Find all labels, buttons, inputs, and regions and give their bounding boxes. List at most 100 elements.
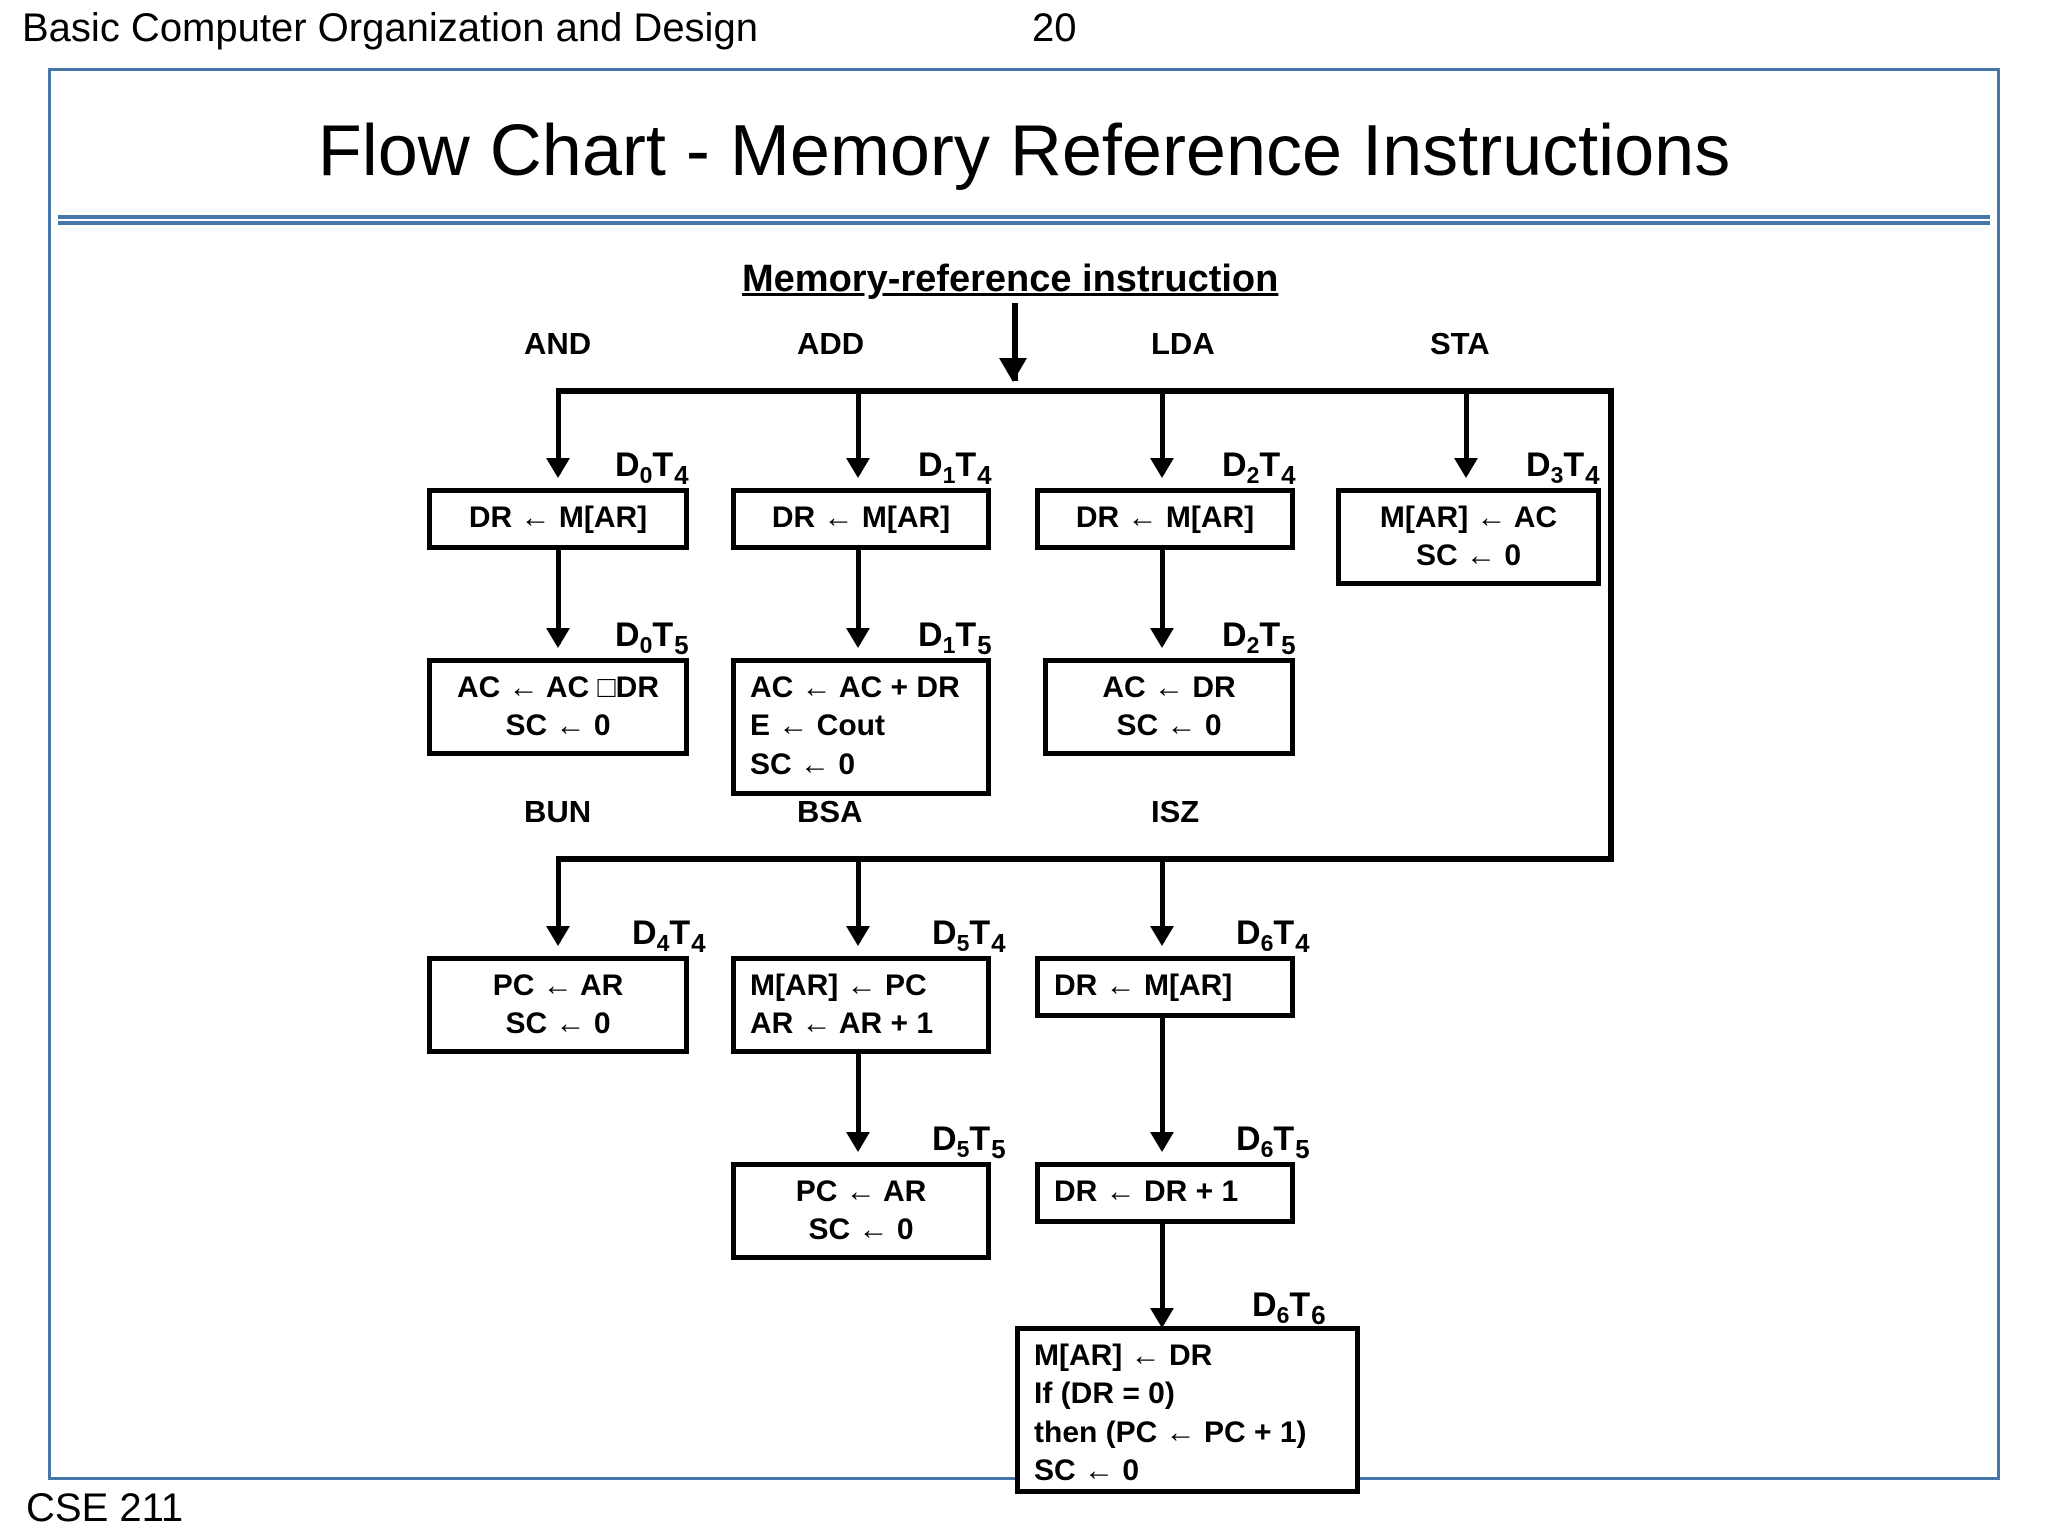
tick-d0t5-dsub: 0 xyxy=(639,631,653,658)
branch-label-bsa: BSA xyxy=(797,794,863,829)
drop-line-and xyxy=(556,388,561,474)
box-isz-t5: DR ← DR + 1 xyxy=(1035,1162,1295,1224)
box-sta-t4-line-2: SC ← 0 xyxy=(1415,539,1522,573)
bus-line-row-2 xyxy=(556,856,1614,862)
box-and-t5: AC ← AC □DR SC ← 0 xyxy=(427,658,689,756)
box-isz-t6-line-3: then (PC ← PC + 1) xyxy=(1034,1415,1307,1449)
tick-d2t5-D: D xyxy=(1222,616,1247,654)
box-add-t4-line-1: DR ← M[AR] xyxy=(771,501,951,534)
link-and-t4-t5 xyxy=(556,550,561,644)
tick-d6t6-tsub: 6 xyxy=(1311,1299,1326,1330)
tick-d4t4-tsub: 4 xyxy=(691,927,706,958)
tick-d0t5-tsub: 5 xyxy=(674,629,689,660)
box-bsa-t5-line-2: SC ← 0 xyxy=(808,1213,914,1247)
tick-d6t6-T: T xyxy=(1289,1286,1311,1324)
tick-d5t5-dsub: 5 xyxy=(956,1135,970,1162)
tick-d6t5-D: D xyxy=(1236,1120,1261,1158)
branch-label-and: AND xyxy=(524,326,592,361)
root-arrowhead xyxy=(999,358,1027,382)
tick-d2t5-tsub: 5 xyxy=(1281,629,1296,660)
tick-d0t5-T: T xyxy=(652,616,674,654)
branch-label-lda: LDA xyxy=(1151,326,1215,361)
box-add-t5: AC ← AC + DR E ← Cout SC ← 0 xyxy=(731,658,991,796)
box-bsa-t4-line-1: M[AR] ← PC xyxy=(750,969,927,1002)
drop-arrow-sta xyxy=(1454,458,1478,478)
slide-footer: CSE 211 xyxy=(26,1486,184,1530)
box-sta-t4: M[AR] ← AC SC ← 0 xyxy=(1336,488,1601,586)
slide-header-title: Basic Computer Organization and Design xyxy=(22,6,758,50)
tick-d3t4-dsub: 3 xyxy=(1550,461,1564,488)
drop-line-bun xyxy=(556,856,561,942)
tick-d1t5: D1T5 xyxy=(918,618,992,658)
drop-line-add xyxy=(856,388,861,474)
box-and-t5-line-1: AC ← AC □DR xyxy=(456,671,659,704)
tick-d0t4: D0T4 xyxy=(615,448,689,488)
box-bsa-t5: PC ← AR SC ← 0 xyxy=(731,1162,991,1260)
tick-d5t4-D: D xyxy=(932,914,957,952)
tick-d5t5-tsub: 5 xyxy=(991,1133,1006,1164)
link-arrow-add-t5 xyxy=(846,628,870,648)
drop-arrow-bsa xyxy=(846,926,870,946)
box-add-t5-line-2: E ← Cout xyxy=(750,709,885,743)
link-isz-t5-t6 xyxy=(1160,1224,1165,1324)
tick-d5t4: D5T4 xyxy=(932,916,1006,956)
tick-d3t4: D3T4 xyxy=(1526,448,1600,488)
tick-d1t4-D: D xyxy=(918,446,943,484)
box-lda-t4: DR ← M[AR] xyxy=(1035,488,1295,550)
tick-d1t5-T: T xyxy=(955,616,977,654)
tick-d2t4-T: T xyxy=(1259,446,1281,484)
drop-arrow-bun xyxy=(546,926,570,946)
tick-d6t5: D6T5 xyxy=(1236,1122,1310,1162)
tick-d0t4-dsub: 0 xyxy=(639,461,653,488)
slide-number: 20 xyxy=(1032,6,1077,50)
link-arrow-isz-t5 xyxy=(1150,1132,1174,1152)
box-and-t5-line-2: SC ← 0 xyxy=(505,709,611,743)
box-add-t4: DR ← M[AR] xyxy=(731,488,991,550)
tick-d6t4-tsub: 4 xyxy=(1295,927,1310,958)
box-lda-t5-line-2: SC ← 0 xyxy=(1116,709,1222,743)
tick-d5t5-T: T xyxy=(969,1120,991,1158)
tick-d3t4-D: D xyxy=(1526,446,1551,484)
tick-d2t5-dsub: 2 xyxy=(1246,631,1260,658)
tick-d5t4-tsub: 4 xyxy=(991,927,1006,958)
tick-d2t5: D2T5 xyxy=(1222,618,1296,658)
tick-d5t5: D5T5 xyxy=(932,1122,1006,1162)
box-isz-t6-line-1: M[AR] ← DR xyxy=(1034,1339,1213,1372)
tick-d0t4-T: T xyxy=(652,446,674,484)
tick-d5t5-D: D xyxy=(932,1120,957,1158)
drop-arrow-add xyxy=(846,458,870,478)
box-add-t5-line-1: AC ← AC + DR xyxy=(750,671,960,704)
diagram-root-label: Memory-reference instruction xyxy=(742,258,1279,300)
box-lda-t4-line-1: DR ← M[AR] xyxy=(1075,501,1255,534)
link-isz-t4-t5 xyxy=(1160,1018,1165,1148)
tick-d1t4: D1T4 xyxy=(918,448,992,488)
tick-d2t4-D: D xyxy=(1222,446,1247,484)
tick-d6t4-T: T xyxy=(1273,914,1295,952)
box-sta-t4-line-1: M[AR] ← AC xyxy=(1379,501,1558,534)
box-and-t4-line-1: DR ← M[AR] xyxy=(468,501,648,534)
box-add-t5-line-3: SC ← 0 xyxy=(750,747,856,781)
drop-line-sta xyxy=(1464,388,1469,474)
tick-d1t4-dsub: 1 xyxy=(942,461,956,488)
tick-d1t5-D: D xyxy=(918,616,943,654)
box-bsa-t4: M[AR] ← PC AR ← AR + 1 xyxy=(731,956,991,1054)
drop-line-lda xyxy=(1160,388,1165,474)
tick-d6t4: D6T4 xyxy=(1236,916,1310,956)
box-isz-t4-line-1: DR ← M[AR] xyxy=(1054,969,1233,1002)
box-isz-t5-line-1: DR ← DR + 1 xyxy=(1054,1175,1239,1208)
branch-label-bun: BUN xyxy=(524,794,592,829)
tick-d0t4-D: D xyxy=(615,446,640,484)
box-bun-t4-line-1: PC ← AR xyxy=(492,969,624,1002)
box-bun-t4: PC ← AR SC ← 0 xyxy=(427,956,689,1054)
tick-d1t4-tsub: 4 xyxy=(977,459,992,490)
link-arrow-isz-t6 xyxy=(1150,1308,1174,1328)
tick-d4t4: D4T4 xyxy=(632,916,706,956)
tick-d4t4-dsub: 4 xyxy=(656,929,670,956)
drop-arrow-lda xyxy=(1150,458,1174,478)
tick-d0t4-tsub: 4 xyxy=(674,459,689,490)
link-add-t4-t5 xyxy=(856,550,861,644)
drop-arrow-isz xyxy=(1150,926,1174,946)
tick-d2t4: D2T4 xyxy=(1222,448,1296,488)
page-title: Flow Chart - Memory Reference Instructio… xyxy=(317,111,1731,191)
tick-d6t6-dsub: 6 xyxy=(1276,1301,1290,1328)
